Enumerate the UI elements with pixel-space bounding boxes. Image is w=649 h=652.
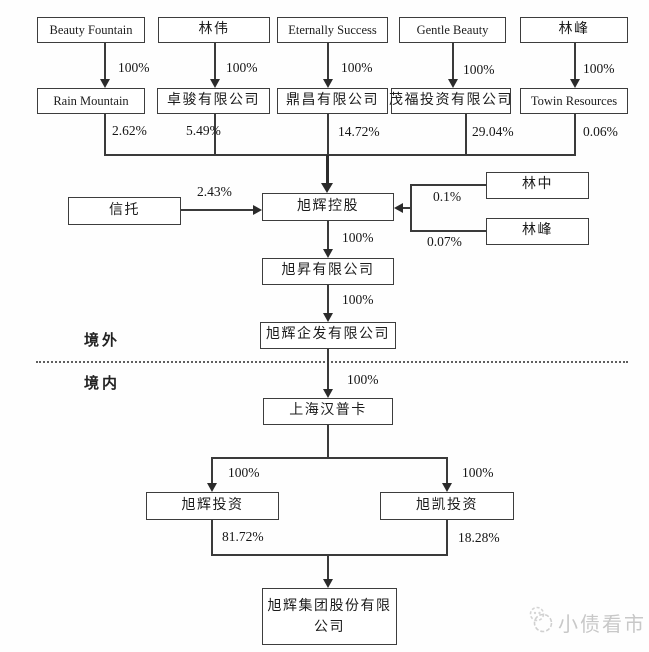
entity-box-eternally-success: Eternally Success [277, 17, 388, 43]
connector-line [211, 457, 213, 484]
ownership-pct-label: 100% [342, 230, 374, 245]
stake-pct-label: 2.62% [112, 123, 147, 138]
connector-line [104, 43, 106, 80]
split-line [211, 457, 448, 459]
entity-box-xusheng: 旭昇有限公司 [262, 258, 394, 285]
entity-box-cifi-investment: 旭辉投资 [146, 492, 279, 520]
connector-line [403, 207, 412, 209]
bus-line [104, 154, 576, 156]
arrow-down-icon [100, 79, 110, 88]
arrow-down-icon [323, 313, 333, 322]
entity-box-cifi-group: 旭辉集团股份有限公司 [262, 588, 397, 645]
arrow-down-icon [448, 79, 458, 88]
stake-pct-label: 18.28% [458, 530, 500, 545]
arrow-down-icon [323, 579, 333, 588]
entity-box-linfeng-holder: 林峰 [486, 218, 589, 245]
entity-box-maofu: 茂福投资有限公司 [389, 88, 512, 114]
connector-line [465, 114, 467, 155]
arrow-down-icon [321, 183, 333, 193]
ownership-pct-label: 100% [118, 60, 150, 75]
connector-line [327, 285, 329, 314]
stake-pct-label: 0.07% [427, 234, 462, 249]
arrow-down-icon [323, 389, 333, 398]
arrow-down-icon [323, 79, 333, 88]
boundary-dotted-line [36, 361, 628, 363]
connector-line [214, 43, 216, 80]
connector-line [326, 155, 329, 184]
connector-line [327, 43, 329, 80]
connector-line [327, 114, 329, 155]
entity-box-shanghai-hanpuka: 上海汉普卡 [263, 398, 393, 425]
connector-line [574, 114, 576, 155]
ownership-pct-label: 100% [463, 62, 495, 77]
arrow-right-icon [253, 205, 262, 215]
entity-box-trust: 信托 [68, 197, 181, 225]
connector-line [452, 43, 454, 80]
connector-line [181, 209, 253, 211]
entity-box-beauty-fountain: Beauty Fountain [37, 17, 145, 43]
entity-box-rain-mountain: Rain Mountain [37, 88, 145, 114]
connector-line [446, 457, 448, 484]
entity-box-linfeng-top: 林峰 [520, 17, 628, 43]
arrow-down-icon [207, 483, 217, 492]
entity-box-towin-resources: Towin Resources [520, 88, 628, 114]
arrow-down-icon [442, 483, 452, 492]
ownership-pct-label: 100% [347, 372, 379, 387]
connector-line [327, 221, 329, 250]
region-label-offshore: 境外 [84, 333, 121, 349]
stake-pct-label: 2.43% [197, 184, 232, 199]
watermark-text: 小债看市 [558, 612, 646, 636]
watermark-logo-icon [529, 606, 553, 633]
connector-line [327, 554, 329, 580]
connector-line [327, 349, 329, 390]
stake-pct-label: 14.72% [338, 124, 380, 139]
stake-pct-label: 81.72% [222, 529, 264, 544]
arrow-down-icon [323, 249, 333, 258]
ownership-pct-label: 100% [228, 465, 260, 480]
entity-box-dingchang: 鼎昌有限公司 [277, 88, 388, 114]
entity-box-linzhong: 林中 [486, 172, 589, 199]
region-label-onshore: 境内 [84, 376, 121, 392]
connector-line [104, 114, 106, 155]
entity-box-linwei: 林伟 [158, 17, 270, 43]
ownership-pct-label: 100% [226, 60, 258, 75]
connector-line [411, 184, 486, 186]
entity-box-cifi-holdings: 旭辉控股 [262, 193, 394, 221]
entity-box-zhuojun: 卓骏有限公司 [157, 88, 270, 114]
connector-line [446, 520, 448, 556]
arrow-down-icon [570, 79, 580, 88]
entity-box-cifi-qifa: 旭辉企发有限公司 [260, 322, 396, 349]
connector-line [411, 230, 486, 232]
entity-box-xukai-investment: 旭凯投资 [380, 492, 514, 520]
stake-pct-label: 0.1% [433, 189, 462, 204]
connector-line [211, 520, 213, 556]
connector-line [574, 43, 576, 80]
entity-box-gentle-beauty: Gentle Beauty [399, 17, 506, 43]
arrow-down-icon [210, 79, 220, 88]
ownership-pct-label: 100% [342, 292, 374, 307]
ownership-pct-label: 100% [462, 465, 494, 480]
ownership-pct-label: 100% [341, 60, 373, 75]
connector-line [327, 425, 329, 458]
stake-pct-label: 5.49% [186, 123, 221, 138]
ownership-pct-label: 100% [583, 61, 615, 76]
stake-pct-label: 0.06% [583, 124, 618, 139]
connector-line [214, 114, 216, 155]
arrow-left-icon [394, 203, 403, 213]
merge-line [211, 554, 448, 556]
stake-pct-label: 29.04% [472, 124, 514, 139]
